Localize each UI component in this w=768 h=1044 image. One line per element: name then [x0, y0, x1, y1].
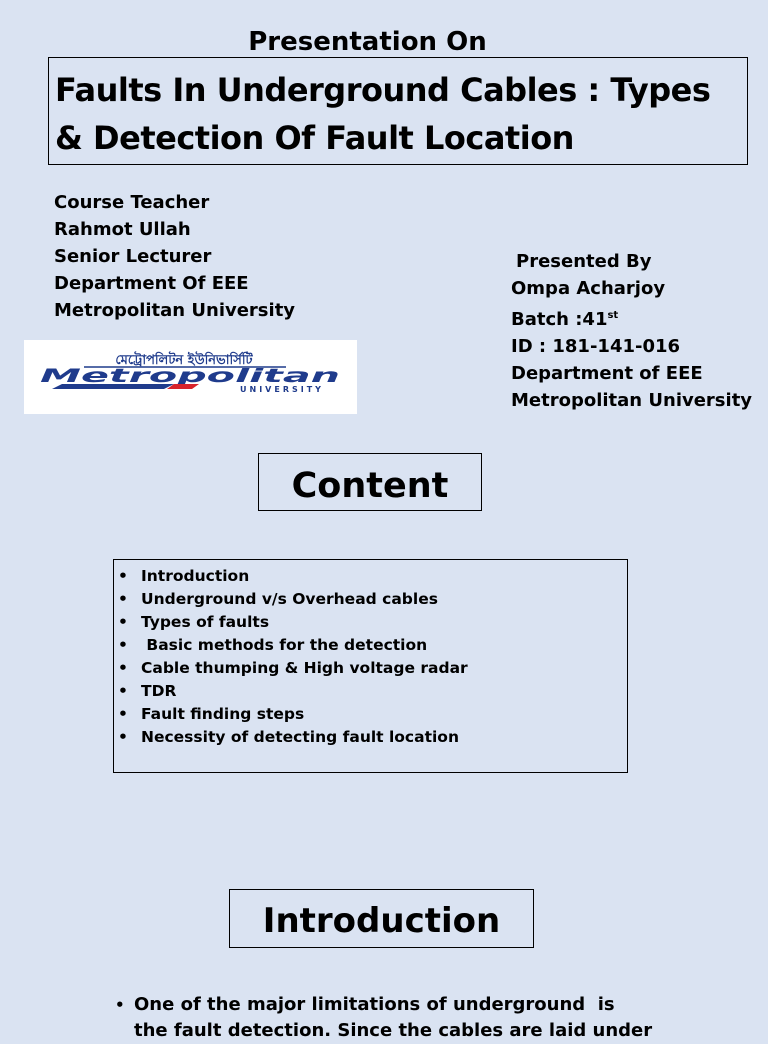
logo-wordmark: Metropolitan — [40, 365, 340, 387]
logo-stripe-red — [167, 384, 199, 389]
content-heading: Content — [291, 466, 449, 506]
toc-item-label: Cable thumping & High voltage radar — [141, 659, 468, 677]
bullet: • — [118, 728, 128, 746]
toc-item-label: Fault finding steps — [141, 705, 305, 723]
list-item: • Cable thumping & High voltage radar — [118, 657, 468, 680]
toc-item-label: Necessity of detecting fault location — [141, 728, 459, 746]
toc-list: • Introduction • Underground v/s Overhead … — [118, 565, 468, 749]
content-heading-box: Content — [258, 453, 482, 511]
list-item: • TDR — [118, 680, 468, 703]
teacher-designation: Senior Lecturer — [54, 246, 212, 267]
title-box: Faults In Underground Cables : Types & D… — [48, 57, 748, 165]
list-item: • Underground v/s Overhead cables — [118, 588, 468, 611]
toc-item-label: Introduction — [141, 567, 250, 585]
presentation-title: Faults In Underground Cables : Types & D… — [55, 71, 711, 157]
metropolitan-university-logo: মেট্রোপলিটন ইউনিভার্সিটি Metropolitan UN… — [24, 340, 357, 414]
presenter-university: Metropolitan University — [511, 390, 753, 411]
bullet: • — [118, 590, 128, 608]
presenter-name: Ompa Acharjoy — [511, 278, 666, 299]
toc-item-label: Basic methods for the detection — [141, 636, 428, 654]
toc-item-label: Types of faults — [141, 613, 270, 631]
teacher-role: Course Teacher — [54, 192, 210, 213]
presenter-department: Department of EEE — [511, 363, 703, 384]
list-item: • Introduction — [118, 565, 468, 588]
toc-item-label: Underground v/s Overhead cables — [141, 590, 438, 608]
bullet: • — [118, 567, 128, 585]
intro-line-1-text: One of the major limitations of undergro… — [134, 994, 615, 1015]
bullet: • — [118, 636, 128, 654]
introduction-heading-box: Introduction — [229, 889, 534, 948]
batch-label: Batch :41 — [511, 309, 608, 330]
teacher-department: Department Of EEE — [54, 273, 249, 294]
list-item: • Basic methods for the detection — [118, 634, 468, 657]
bullet: • — [118, 705, 128, 723]
logo-university-word: UNIVERSITY — [240, 385, 324, 394]
presenter-id: ID : 181-141-016 — [511, 336, 681, 357]
bullet: • — [118, 682, 128, 700]
teacher-name: Rahmot Ullah — [54, 219, 191, 240]
presentation-on-heading: Presentation On — [248, 27, 487, 57]
table-of-contents-box: • Introduction • Underground v/s Overhead … — [113, 559, 628, 773]
intro-line-1: • One of the major limitations of undergr… — [115, 992, 635, 1018]
list-item: • Types of faults — [118, 611, 468, 634]
bullet: • — [115, 996, 125, 1014]
logo-stripe-blue — [52, 384, 174, 389]
bullet: • — [118, 613, 128, 631]
bullet: • — [118, 659, 128, 677]
introduction-paragraph: • One of the major limitations of undergr… — [115, 992, 653, 1044]
teacher-university: Metropolitan University — [54, 300, 296, 321]
logo-bangla-text: মেট্রোপলিটন ইউনিভার্সিটি — [115, 351, 253, 368]
presenter-block: Presented By Ompa Acharjoy Batch :41st I… — [511, 248, 752, 414]
intro-line-2: the fault detection. Since the cables ar… — [134, 1020, 653, 1041]
introduction-heading: Introduction — [262, 901, 501, 941]
toc-item-label: TDR — [141, 682, 177, 700]
course-teacher-block: Course Teacher Rahmot Ullah Senior Lectu… — [54, 189, 295, 324]
list-item: • Fault finding steps — [118, 703, 468, 726]
presenter-heading: Presented By — [516, 251, 652, 272]
list-item: • Necessity of detecting fault location — [118, 726, 468, 749]
batch-superscript: st — [607, 310, 619, 321]
presenter-batch: Batch :41st — [511, 302, 752, 333]
